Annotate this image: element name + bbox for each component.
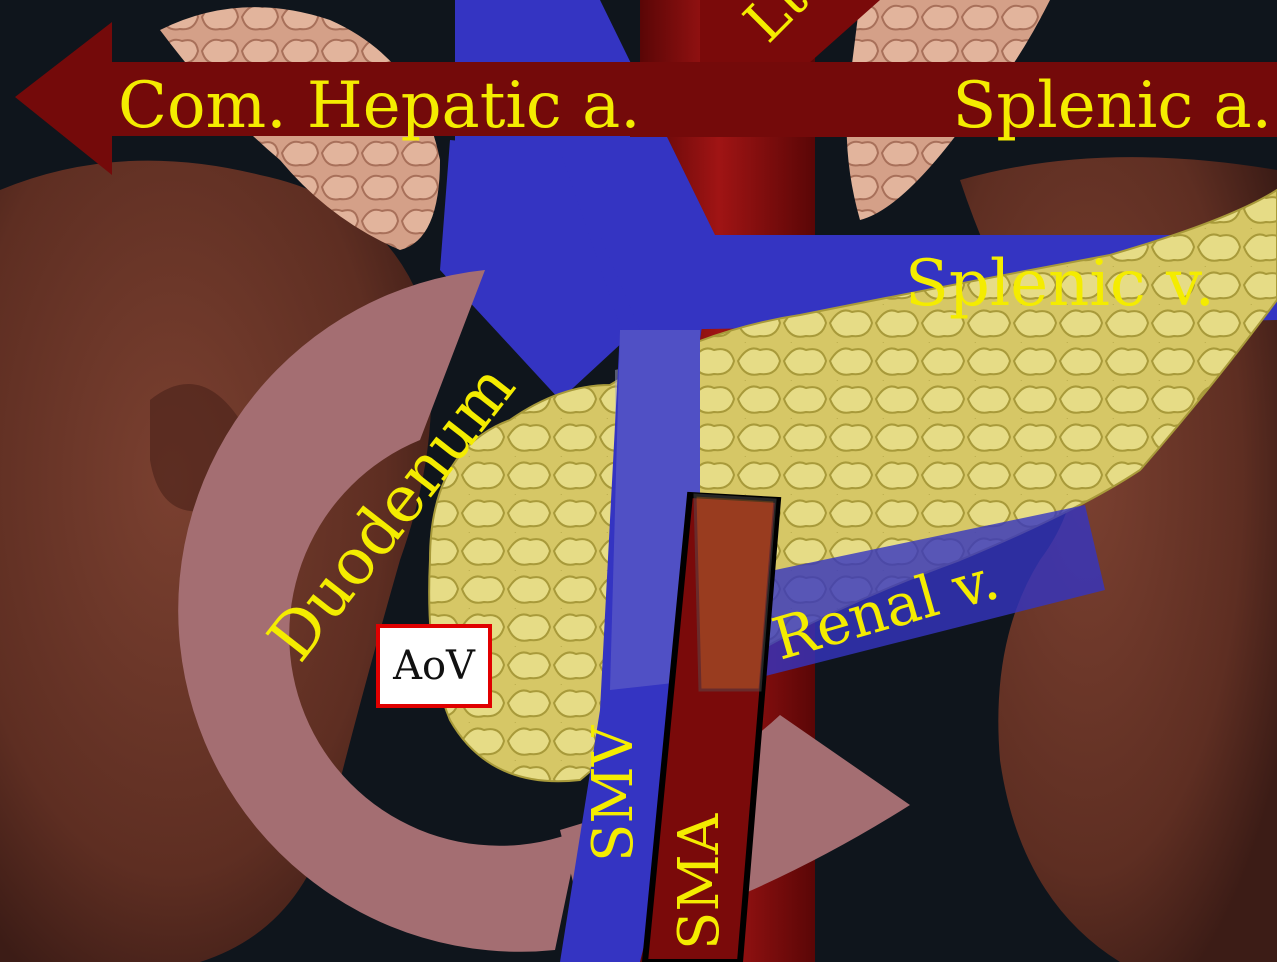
splenic-artery-label: Splenic a. [952,69,1272,143]
renal-vein-shape [680,505,1105,690]
splenic-artery-bar [630,62,1277,137]
left-gastric-artery [700,0,880,80]
aov-label-box: AoV [376,624,492,708]
sma-label: SMA [667,813,732,950]
smv-label: SMV [581,724,646,862]
portal-vein-lower [440,140,625,400]
com-hepatic-arrow [15,22,700,175]
sma-vessel [641,491,782,962]
duodenum-band [178,270,580,952]
sma-origin-highlight [693,493,777,692]
aov-label: AoV [393,643,475,689]
com-hepatic-label: Com. Hepatic a. [118,69,641,143]
splenic-vein-label: Splenic v. [905,247,1215,321]
